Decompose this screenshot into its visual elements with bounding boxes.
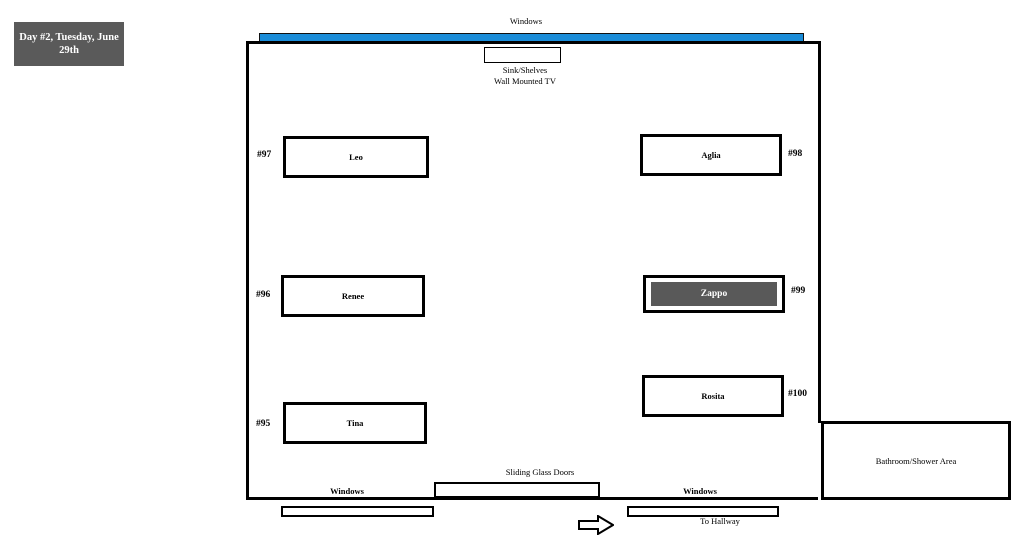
bed-95-number: #95	[256, 419, 271, 429]
sink-shelves-box	[484, 47, 561, 63]
sink-shelves-label: Sink/Shelves Wall Mounted TV	[455, 65, 595, 88]
bed-95-name: Tina	[346, 418, 364, 428]
bed-100[interactable]: Rosita	[642, 375, 784, 417]
label-sliding-glass-doors: Sliding Glass Doors	[505, 467, 575, 477]
window-strip-bottom-right	[627, 506, 779, 517]
bed-99-name: Zappo	[700, 289, 728, 299]
bed-96-number: #96	[256, 290, 271, 300]
bed-98[interactable]: Aglia	[640, 134, 782, 176]
bed-100-number: #100	[788, 389, 807, 399]
bed-98-number: #98	[788, 149, 803, 159]
bed-99[interactable]: Zappo	[643, 275, 785, 313]
bed-96[interactable]: Renee	[281, 275, 425, 317]
sliding-glass-doors[interactable]	[434, 482, 600, 498]
label-windows-top: Windows	[509, 16, 543, 26]
bathroom-shower-area[interactable]: Bathroom/Shower Area	[821, 421, 1011, 500]
bed-99-number: #99	[791, 286, 806, 296]
label-windows-bottom-left: Windows	[330, 486, 364, 496]
bathroom-shower-area-label: Bathroom/Shower Area	[875, 455, 957, 466]
bed-95[interactable]: Tina	[283, 402, 427, 444]
bed-97-name: Leo	[349, 152, 363, 162]
day-banner-text: Day #2, Tuesday, June 29th	[19, 31, 119, 56]
bed-99-highlight-fill: Zappo	[651, 282, 777, 306]
wall-mounted-tv-text: Wall Mounted TV	[494, 76, 556, 87]
room-outline	[246, 41, 821, 500]
day-banner: Day #2, Tuesday, June 29th	[14, 22, 124, 66]
window-strip-bottom-left	[281, 506, 434, 517]
arrow-right-icon	[578, 515, 614, 535]
sink-shelves-text: Sink/Shelves	[502, 65, 548, 75]
bed-98-name: Aglia	[701, 150, 721, 160]
bed-97[interactable]: Leo	[283, 136, 429, 178]
label-to-hallway: To Hallway	[700, 516, 740, 526]
bed-100-name: Rosita	[701, 391, 725, 401]
bed-97-number: #97	[257, 150, 272, 160]
label-windows-bottom-right: Windows	[683, 486, 717, 496]
bed-96-name: Renee	[341, 291, 365, 301]
